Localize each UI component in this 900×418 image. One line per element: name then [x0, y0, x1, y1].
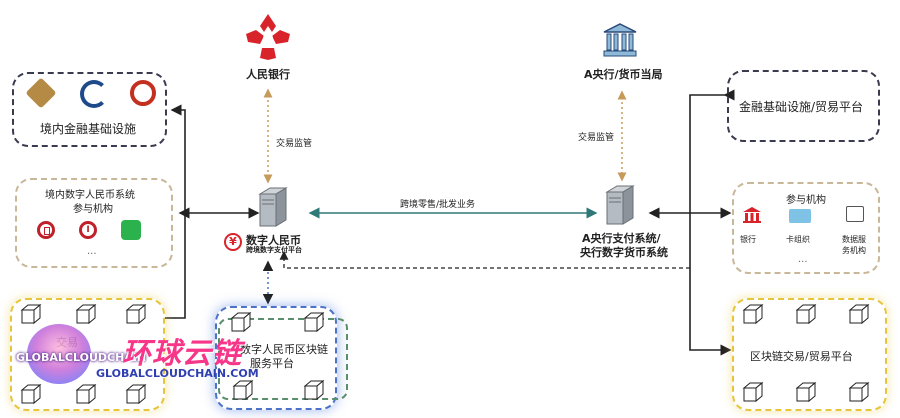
participants-ellipsis: ...	[798, 254, 808, 265]
foreign-blockchain-box: 区块链交易/贸易平台	[732, 298, 887, 411]
domestic-dcep-system-box: 境内数字人民币系统 参与机构 I ...	[15, 178, 173, 268]
foreign-payment-label-2: 央行数字货币系统	[580, 246, 668, 259]
foreign-participants-title: 参与机构	[786, 195, 826, 206]
block-cube	[232, 379, 254, 401]
foreign-supervision-label: 交易监管	[578, 133, 615, 143]
dcep-subtitle: 跨境数字支付平台	[246, 246, 302, 254]
foreign-infra-title: 金融基础设施/贸易平台	[739, 100, 864, 114]
pboc-logo-icon	[246, 14, 290, 60]
dcep-logo-icon: ¥	[224, 233, 242, 251]
block-cube	[795, 303, 817, 325]
block-cube	[795, 381, 817, 403]
service-label-2: 务机构	[842, 246, 866, 255]
boc-logo-icon	[37, 221, 55, 239]
domestic-infra-box: 境内金融基础设施	[12, 72, 167, 147]
domestic-infra-title: 境内金融基础设施	[40, 122, 137, 136]
block-cube	[20, 383, 42, 405]
block-cube	[230, 311, 252, 333]
foreign-payment-server-icon	[605, 185, 635, 225]
bank-label: 银行	[740, 235, 756, 244]
block-cube	[75, 303, 97, 325]
block-cube	[848, 303, 870, 325]
infra-logo-1-icon	[25, 77, 57, 109]
block-cube	[742, 381, 764, 403]
dcep-server-icon	[258, 187, 288, 227]
bank-icon	[743, 207, 761, 223]
icbc-logo-icon: I	[79, 221, 97, 239]
dcep-system-subtitle: 参与机构	[73, 204, 113, 215]
block-cube	[303, 311, 325, 333]
infra-logo-3-icon	[130, 80, 156, 106]
pboc-supervision-label: 交易监管	[276, 139, 313, 149]
foreign-blockchain-label: 区块链交易/贸易平台	[750, 350, 853, 363]
block-cube	[125, 303, 147, 325]
watermark-cn: 环球云链	[122, 336, 243, 370]
block-cube	[303, 379, 325, 401]
block-cube	[848, 381, 870, 403]
block-cube	[75, 383, 97, 405]
dcep-name: 数字人民币	[246, 234, 301, 247]
dcep-system-title: 境内数字人民币系统	[45, 190, 135, 201]
service-label-1: 数据服	[842, 235, 866, 244]
wallet-icon	[846, 206, 864, 222]
dcep-system-ellipsis: ...	[87, 246, 97, 257]
foreign-bank-icon	[603, 23, 637, 57]
cross-border-label: 跨境零售/批发业务	[400, 200, 476, 210]
foreign-infra-box: 金融基础设施/贸易平台	[727, 70, 880, 142]
watermark-en-small: GLOBALCLOUDCHAIN	[16, 351, 147, 364]
foreign-bank-label: A央行/货币当局	[584, 68, 663, 81]
wechat-logo-icon	[121, 220, 141, 240]
blockchain-service-label-1: 数字人民币区块链	[240, 343, 328, 356]
blockchain-service-inner	[218, 318, 348, 400]
infra-logo-2-icon	[80, 80, 108, 108]
card-label: 卡组织	[786, 235, 810, 244]
card-icon	[789, 209, 811, 223]
blockchain-service-label-2: 服务平台	[250, 357, 294, 370]
watermark-logo-icon	[27, 324, 91, 384]
blockchain-service-box	[215, 306, 337, 410]
foreign-payment-label-1: A央行支付系统/	[582, 232, 661, 245]
block-cube	[20, 303, 42, 325]
foreign-participants-box: 参与机构 银行 卡组织 数据服 务机构 ...	[732, 182, 880, 274]
pboc-label: 人民银行	[246, 68, 290, 81]
block-cube	[125, 383, 147, 405]
watermark-url: GLOBALCLOUDCHAIN.COM	[96, 367, 259, 380]
block-cube	[742, 303, 764, 325]
